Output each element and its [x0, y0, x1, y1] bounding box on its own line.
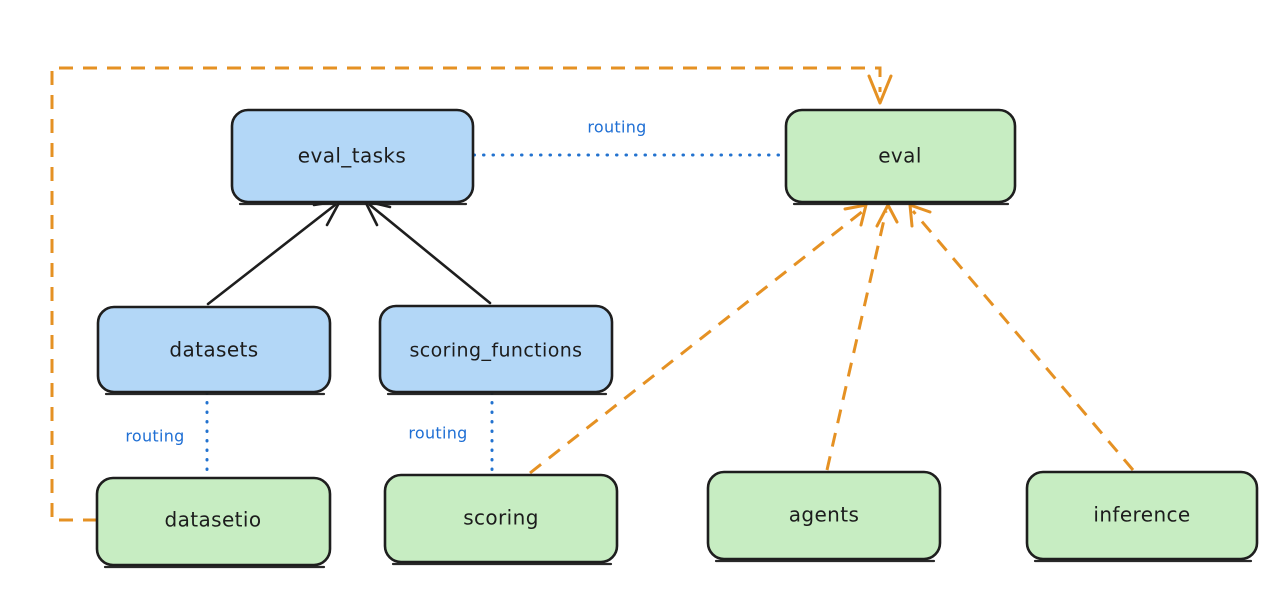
node-eval-tasks-box[interactable]: [230, 108, 475, 204]
node-scoring-functions-label: scoring_functions: [410, 340, 583, 362]
edge-datasets-to-eval-tasks: [206, 203, 337, 306]
node-datasetio-box[interactable]: [95, 476, 332, 567]
node-layer: eval_tasks eval datasets scoring_functio…: [95, 108, 1259, 569]
edge-label-routing-scoring-functions: routing: [408, 424, 467, 443]
node-datasets-box[interactable]: [96, 305, 332, 394]
node-scoring-label: scoring: [463, 506, 539, 530]
edge-agents-to-eval: [825, 210, 888, 471]
edge-label-layer: routing routing routing: [125, 118, 646, 446]
node-eval-box[interactable]: [784, 108, 1017, 204]
node-agents[interactable]: agents: [706, 470, 942, 563]
node-scoring-box[interactable]: [383, 473, 619, 564]
arrowhead-datasetio-to-eval: [867, 74, 893, 105]
edge-label-routing-datasets: routing: [125, 427, 184, 446]
node-datasetio-label: datasetio: [164, 508, 261, 532]
node-scoring-functions[interactable]: scoring_functions: [378, 304, 614, 396]
node-agents-label: agents: [789, 503, 860, 527]
edge-inference-to-eval: [911, 210, 1135, 471]
node-agents-box[interactable]: [706, 470, 942, 561]
node-datasetio[interactable]: datasetio: [95, 476, 332, 569]
edge-datasetio-to-eval: [50, 66, 882, 522]
arrowhead-agents-to-eval: [875, 203, 899, 228]
node-eval-tasks[interactable]: eval_tasks: [230, 108, 475, 206]
arrowhead-inference-to-eval: [908, 203, 932, 228]
edge-label-routing-top: routing: [587, 118, 646, 137]
node-datasets-label: datasets: [169, 338, 258, 362]
node-inference[interactable]: inference: [1025, 470, 1259, 563]
node-datasets[interactable]: datasets: [96, 305, 332, 396]
node-eval[interactable]: eval: [784, 108, 1017, 206]
edge-scoring-functions-to-eval-tasks: [368, 203, 492, 305]
node-scoring-functions-box[interactable]: [378, 304, 614, 394]
node-inference-box[interactable]: [1025, 470, 1259, 561]
node-scoring[interactable]: scoring: [383, 473, 619, 566]
node-inference-label: inference: [1093, 503, 1190, 527]
node-eval-tasks-label: eval_tasks: [298, 144, 406, 168]
node-eval-label: eval: [878, 144, 922, 168]
edge-layer: [50, 66, 1135, 522]
